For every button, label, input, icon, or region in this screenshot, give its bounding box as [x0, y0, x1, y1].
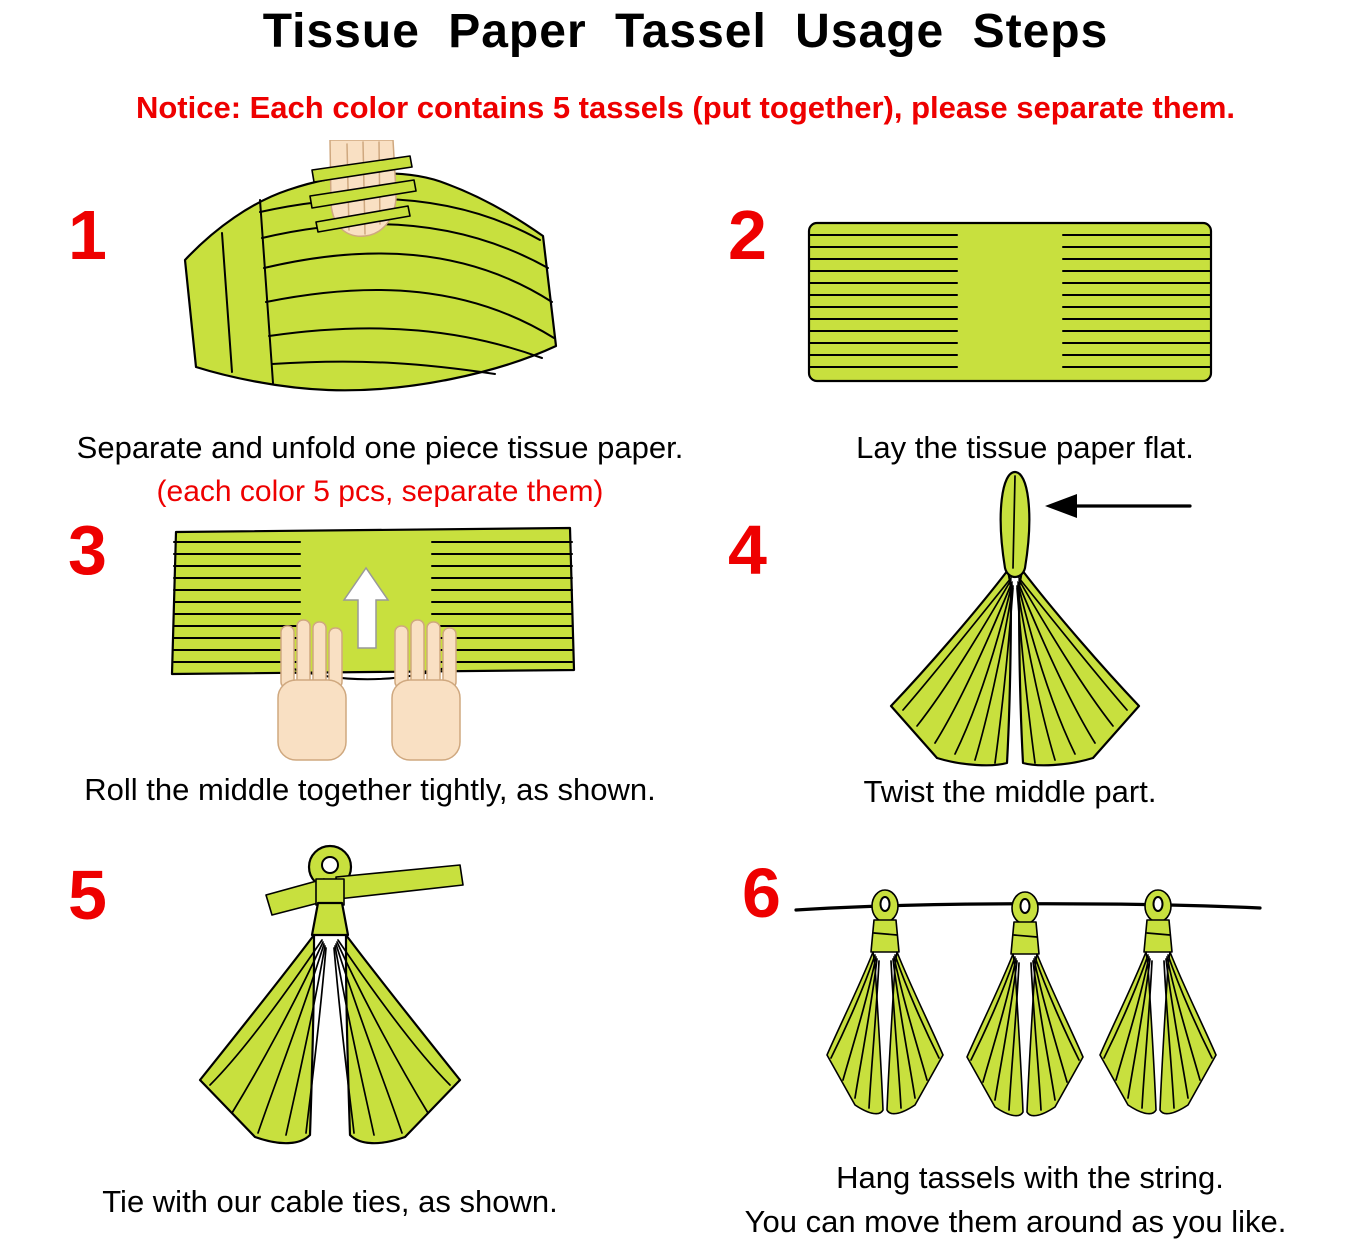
step-2-illustration [807, 221, 1213, 383]
step-3-number: 3 [68, 511, 107, 589]
step-1-subcaption: (each color 5 pcs, separate them) [156, 475, 604, 508]
folded-tissue-icon [183, 172, 558, 392]
tassel-icon [1099, 889, 1217, 1115]
step-1-number: 1 [68, 196, 107, 274]
step-4-illustration [889, 470, 1192, 767]
step-4-number: 4 [728, 511, 767, 589]
tied-tassel-icon [198, 844, 464, 1145]
step-6-caption: Hang tassels with the string. [836, 1160, 1224, 1195]
step-2-number: 2 [728, 196, 767, 274]
right-hand-icon [391, 619, 461, 761]
step-5-caption: Tie with our cable ties, as shown. [102, 1184, 558, 1219]
up-arrow-icon [342, 566, 390, 649]
page-title: Tissue Paper Tassel Usage Steps [262, 5, 1109, 58]
tassel-icon [966, 891, 1084, 1117]
tissue-strips-over-hand [309, 155, 417, 233]
left-hand-icon [277, 619, 347, 761]
notice-text: Notice: Each color contains 5 tassels (p… [135, 90, 1236, 125]
left-arrow-icon [1045, 494, 1192, 518]
step-5-number: 5 [68, 856, 107, 934]
tassel-icon [826, 889, 944, 1115]
cable-tie [265, 864, 464, 916]
step-4-caption: Twist the middle part. [863, 774, 1157, 809]
step-5-illustration [198, 844, 464, 1145]
flat-tissue-icon [807, 221, 1213, 383]
step-6-caption-2: You can move them around as you like. [744, 1204, 1287, 1239]
step-3-caption: Roll the middle together tightly, as sho… [84, 772, 656, 807]
step-6-number: 6 [742, 854, 781, 932]
step-6-illustration [794, 889, 1262, 1117]
step-2-caption: Lay the tissue paper flat. [856, 430, 1194, 465]
step-1-illustration [183, 140, 558, 392]
step-1-caption: Separate and unfold one piece tissue pap… [76, 430, 684, 465]
step-3-illustration [170, 526, 576, 761]
twisted-tassel-icon [889, 470, 1141, 767]
